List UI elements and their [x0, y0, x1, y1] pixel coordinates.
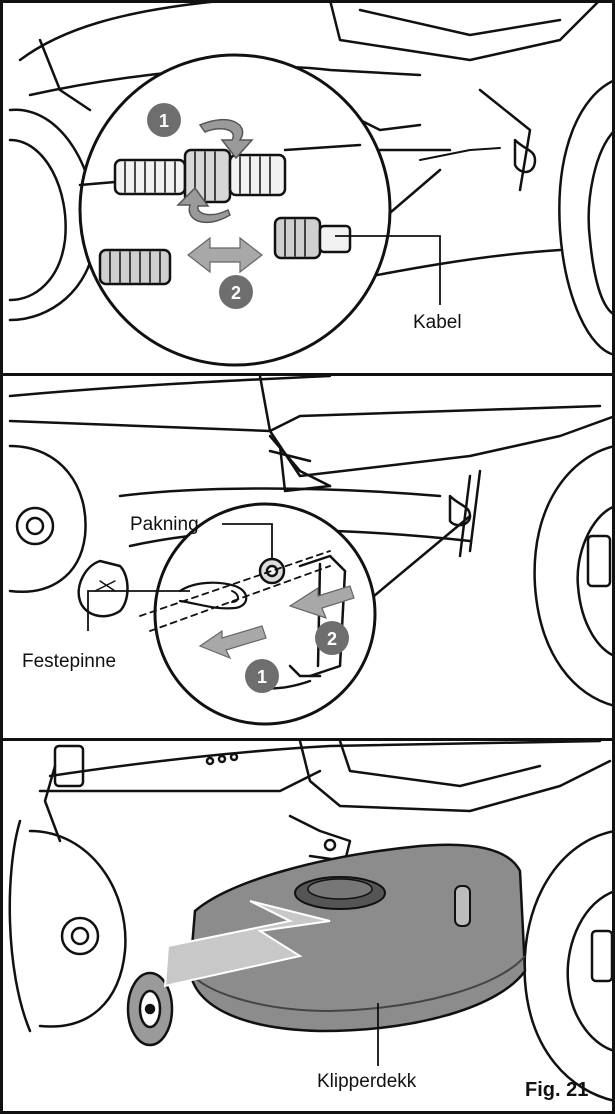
rotate-arrows	[176, 119, 254, 224]
panel-cable-disconnect: 1 2 Kabel	[0, 0, 615, 375]
pull-apart-arrow	[187, 236, 263, 274]
step-badge-2-panel2: 2	[315, 621, 349, 655]
step-badge-1-panel2: 1	[245, 659, 279, 693]
festepinne-leader-line	[87, 590, 190, 631]
svg-text:1: 1	[159, 111, 169, 131]
pakning-label: Pakning	[130, 514, 199, 535]
svg-text:2: 2	[327, 629, 337, 649]
panel-1-drawing: 1 2	[8, 0, 615, 367]
figure-number: Fig. 21	[525, 1079, 589, 1101]
deck-caster	[126, 971, 174, 1047]
deck-removal-arrow	[163, 900, 331, 988]
step-badge-2: 2	[219, 275, 253, 309]
festepinne-label: Festepinne	[22, 651, 117, 672]
panel-3-drawing	[8, 741, 615, 1103]
magnifier-circle	[78, 53, 392, 367]
mower-deck-shape	[188, 843, 527, 1033]
kabel-label: Kabel	[413, 312, 462, 333]
divider-1	[0, 373, 615, 376]
kabel-leader-line	[335, 235, 441, 305]
pin-pull-arrow	[198, 625, 267, 660]
divider-2	[0, 738, 615, 741]
panel-2-drawing: 1 2	[8, 376, 615, 726]
pakning-leader-line	[222, 523, 273, 559]
svg-text:2: 2	[231, 283, 241, 303]
svg-text:1: 1	[257, 667, 267, 687]
klipperdekk-label: Klipperdekk	[317, 1071, 417, 1092]
washer-pull-arrow	[288, 585, 355, 619]
step-badge-1: 1	[147, 103, 181, 137]
panel-deck-removal: Klipperdekk Fig. 21	[0, 741, 615, 1114]
panel-pin-removal: 1 2 Pakning Festepinne	[0, 376, 615, 738]
